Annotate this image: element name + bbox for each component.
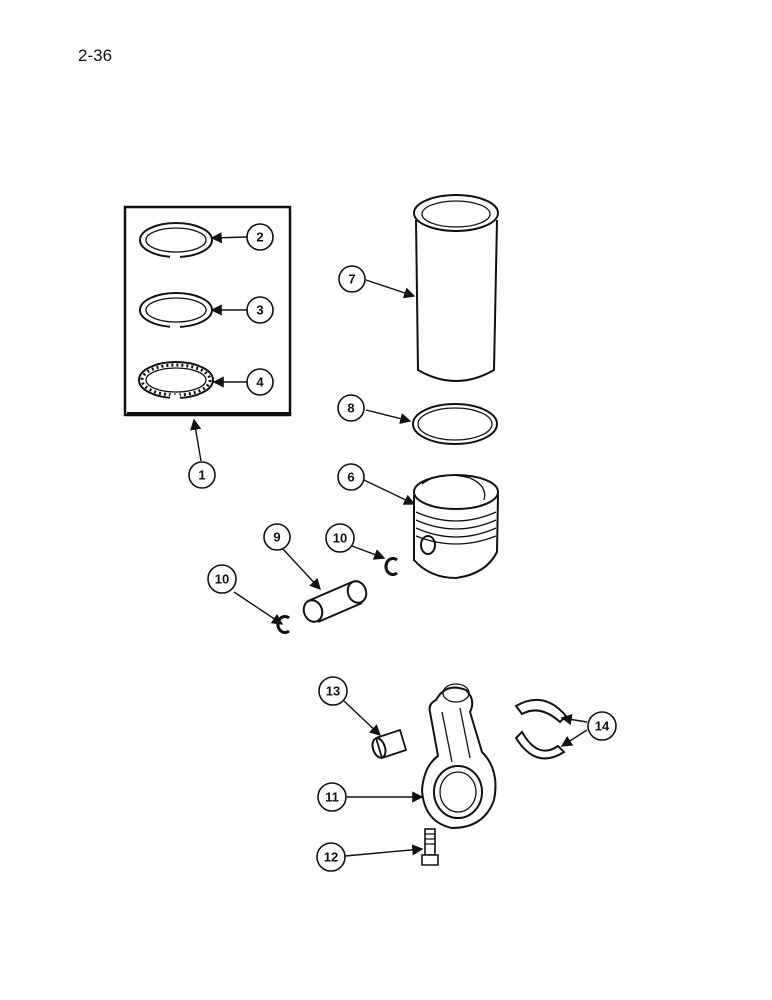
callout-label: 4	[256, 375, 264, 390]
callout-label: 7	[348, 272, 355, 287]
callout-label: 8	[347, 401, 354, 416]
callout-11: 11	[317, 782, 347, 812]
callout-label: 13	[326, 684, 340, 699]
piston	[413, 474, 499, 580]
callout-1: 1	[188, 461, 216, 489]
snap-ring-right	[384, 557, 398, 576]
callout-label: 6	[347, 470, 354, 485]
cylinder-liner	[413, 194, 499, 382]
callout-label: 9	[273, 530, 280, 545]
connecting-rod	[420, 683, 497, 830]
callout-13: 13	[318, 676, 348, 706]
callout-label: 10	[215, 572, 229, 587]
callout-label: 12	[324, 850, 338, 865]
callout-label: 2	[256, 230, 263, 245]
page-number: 2-36	[78, 46, 113, 65]
compression-ring-top	[139, 222, 213, 258]
callout-3: 3	[246, 296, 274, 324]
callout-10-right: 10	[325, 523, 355, 553]
callout-4: 4	[246, 368, 274, 396]
callout-6: 6	[337, 463, 365, 491]
callout-label: 10	[333, 531, 347, 546]
callout-2: 2	[246, 223, 274, 251]
callout-label: 11	[325, 790, 339, 805]
snap-ring-left	[276, 615, 290, 634]
callout-8: 8	[337, 394, 365, 422]
callout-10-left: 10	[207, 564, 237, 594]
callout-12: 12	[316, 842, 346, 872]
callout-label: 1	[198, 468, 205, 483]
small-end-bushing	[371, 728, 408, 760]
callout-7: 7	[338, 265, 366, 293]
callout-14: 14	[587, 711, 617, 741]
liner-seal-ring	[412, 403, 498, 445]
callout-9: 9	[263, 523, 291, 551]
callout-label: 14	[595, 719, 610, 734]
leader-lines	[190, 232, 588, 857]
rod-bearing-shells	[514, 698, 568, 760]
callout-label: 3	[256, 303, 263, 318]
rod-bolt	[421, 828, 439, 866]
piston-pin	[302, 580, 368, 623]
